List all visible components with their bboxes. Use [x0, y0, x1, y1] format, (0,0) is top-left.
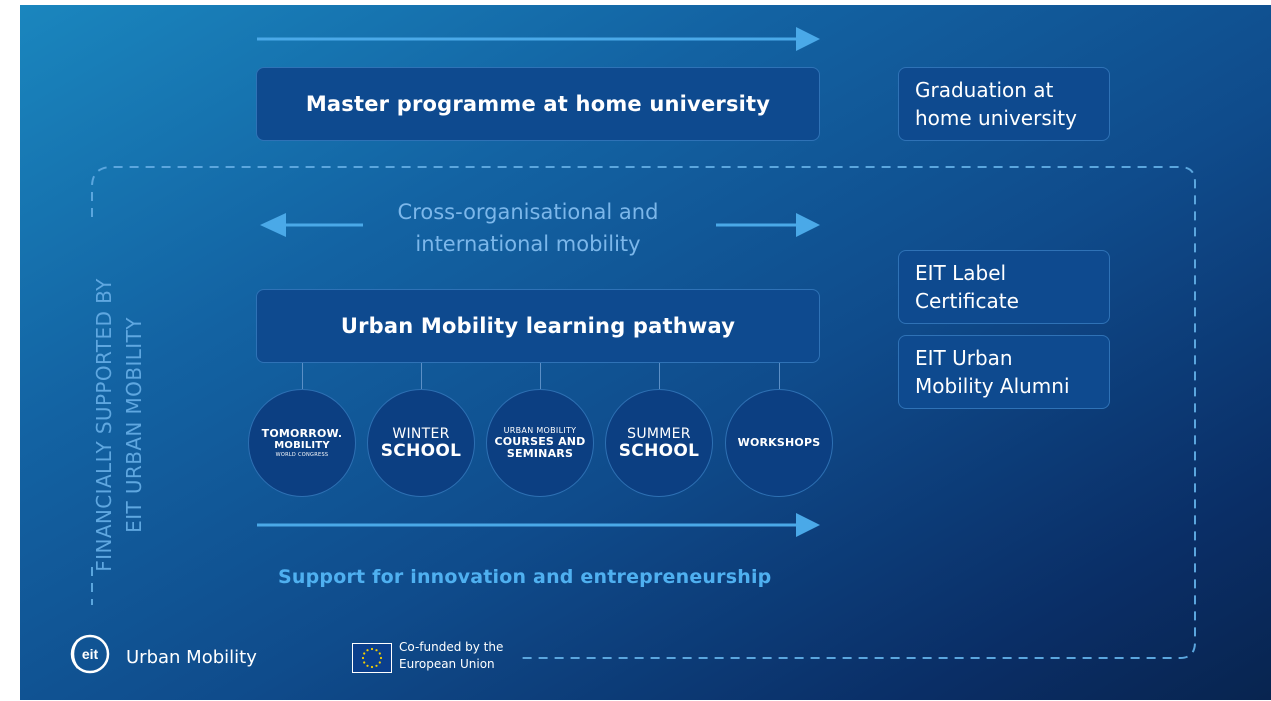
summer-school-circle: SUMMER SCHOOL — [605, 389, 713, 497]
support-innovation-label: Support for innovation and entrepreneurs… — [278, 566, 772, 588]
connector-courses — [540, 363, 541, 389]
workshops-label: WORKSHOPS — [737, 436, 821, 449]
mobility-line-2: international mobility — [415, 232, 641, 256]
summer-line-1: SUMMER — [627, 425, 691, 442]
eu-flag-icon — [352, 643, 392, 673]
bottom-arrow — [257, 513, 820, 537]
eit-alumni-box: EIT Urban Mobility Alumni — [898, 335, 1110, 409]
mobility-line-1: Cross-organisational and — [397, 200, 659, 224]
eit-label-certificate-box: EIT Label Certificate — [898, 250, 1110, 324]
eit-logo-icon: eit — [70, 634, 110, 674]
certificate-line-1: EIT Label — [915, 261, 1007, 285]
winter-line-2: SCHOOL — [380, 440, 462, 461]
graduation-line-2: home university — [915, 106, 1077, 130]
summer-line-2: SCHOOL — [618, 440, 700, 461]
tomorrow-line-3: WORLD CONGRESS — [275, 451, 329, 458]
tomorrow-line-2: MOBILITY — [274, 439, 330, 451]
mobility-label: Cross-organisational and international m… — [378, 196, 678, 260]
mobility-right-arrow — [716, 213, 820, 237]
courses-line-2: COURSES AND — [494, 435, 586, 448]
learning-pathway-box: Urban Mobility learning pathway — [256, 289, 820, 363]
workshops-circle: WORKSHOPS — [725, 389, 833, 497]
eu-line-1: Co-funded by the — [399, 640, 504, 654]
vertical-line-1: FINANCIALLY SUPPORTED BY — [92, 278, 116, 572]
graduation-box: Graduation at home university — [898, 67, 1110, 141]
courses-line-3: SEMINARS — [506, 447, 574, 460]
financially-supported-label: FINANCIALLY SUPPORTED BY EIT URBAN MOBIL… — [89, 278, 149, 571]
eit-logo-mark: eit — [82, 646, 99, 662]
alumni-line-1: EIT Urban — [915, 346, 1013, 370]
tomorrow-line-1: TOMORROW. — [261, 426, 343, 440]
connector-summer — [659, 363, 660, 389]
dashed-frame — [91, 166, 1196, 659]
top-arrow — [257, 27, 820, 51]
courses-line-1: URBAN MOBILITY — [503, 426, 577, 435]
diagram-connectors — [91, 27, 1196, 659]
connector-winter — [421, 363, 422, 389]
mobility-left-arrow — [260, 213, 363, 237]
diagram-slide: Master programme at home university Grad… — [20, 5, 1271, 700]
courses-seminars-circle: URBAN MOBILITY COURSES AND SEMINARS — [486, 389, 594, 497]
vertical-line-2: EIT URBAN MOBILITY — [122, 317, 146, 533]
connector-workshops — [779, 363, 780, 389]
tomorrow-mobility-circle: TOMORROW. MOBILITY WORLD CONGRESS — [248, 389, 356, 497]
connector-tomorrow — [302, 363, 303, 389]
master-programme-label: Master programme at home university — [305, 92, 771, 116]
master-programme-box: Master programme at home university — [256, 67, 820, 141]
eit-logo-text: Urban Mobility — [126, 647, 257, 668]
eu-line-2: European Union — [399, 657, 495, 671]
winter-line-1: WINTER — [392, 425, 450, 442]
learning-pathway-label: Urban Mobility learning pathway — [340, 314, 736, 338]
winter-school-circle: WINTER SCHOOL — [367, 389, 475, 497]
graduation-line-1: Graduation at — [915, 78, 1054, 102]
eu-cofunded-text: Co-funded by the European Union — [399, 639, 503, 673]
alumni-line-2: Mobility Alumni — [915, 374, 1070, 398]
certificate-line-2: Certificate — [915, 289, 1019, 313]
